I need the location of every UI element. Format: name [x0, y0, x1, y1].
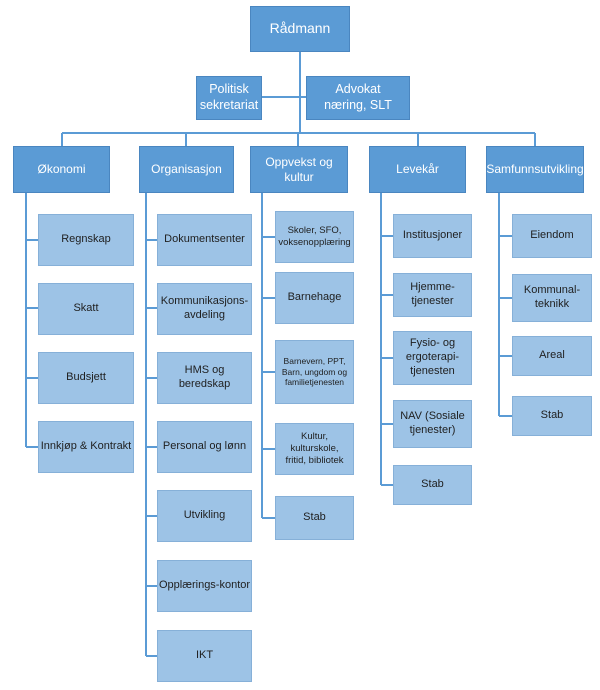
- unit-box: Dokumentsenter: [157, 214, 252, 266]
- unit-box: Kommunal- teknikk: [512, 274, 592, 322]
- unit-label: Personal og lønn: [162, 440, 247, 453]
- unit-box: Fysio- og ergoterapi- tjenesten: [393, 331, 472, 385]
- top-label: Rådmann: [269, 20, 331, 37]
- unit-label: Hjemme- tjenester: [410, 281, 455, 307]
- unit-label: Stab: [303, 511, 326, 524]
- unit-box: Barnevern, PPT, Barn, ungdom og familiet…: [275, 340, 354, 404]
- unit-box: Utvikling: [157, 490, 252, 542]
- unit-box: Hjemme- tjenester: [393, 273, 472, 317]
- unit-label: Innkjøp & Kontrakt: [40, 440, 132, 453]
- unit-label: Skoler, SFO, voksenopplæring: [278, 225, 351, 248]
- unit-label: IKT: [195, 649, 214, 662]
- unit-label: Institusjoner: [402, 229, 463, 242]
- unit-label: Utvikling: [183, 509, 226, 522]
- department-box-levekar: Levekår: [369, 146, 466, 193]
- unit-box: Stab: [512, 396, 592, 436]
- department-label: Samfunnsutvikling: [486, 162, 584, 176]
- unit-box: Stab: [275, 496, 354, 540]
- department-label: Oppvekst og kultur: [265, 154, 333, 184]
- unit-label: Kommunal- teknikk: [523, 284, 581, 310]
- unit-label: Stab: [421, 478, 444, 491]
- unit-box: Eiendom: [512, 214, 592, 258]
- department-label: Økonomi: [37, 162, 86, 176]
- unit-label: NAV (Sosiale tjenester): [400, 410, 465, 436]
- staff-label: Politisk sekretariat: [199, 82, 259, 112]
- department-box-organisasjon: Organisasjon: [139, 146, 234, 193]
- unit-label: Dokumentsenter: [164, 233, 245, 246]
- unit-label: Opplærings-kontor: [158, 579, 251, 592]
- staff-label: Advokat næring, SLT: [324, 82, 392, 112]
- staff-box-advokat: Advokat næring, SLT: [306, 76, 410, 120]
- unit-box: NAV (Sosiale tjenester): [393, 400, 472, 448]
- unit-label: Stab: [540, 409, 564, 422]
- unit-box: IKT: [157, 630, 252, 682]
- unit-label: Barnehage: [287, 291, 342, 304]
- unit-box: Opplærings-kontor: [157, 560, 252, 612]
- unit-label: Barnevern, PPT, Barn, ungdom og familiet…: [281, 356, 348, 388]
- unit-box: Kommunikasjons- avdeling: [157, 283, 252, 335]
- department-label: Levekår: [396, 162, 439, 176]
- unit-label: Regnskap: [61, 233, 111, 246]
- unit-label: Areal: [539, 349, 565, 362]
- unit-box: Institusjoner: [393, 214, 472, 258]
- top-box-radmann: Rådmann: [250, 6, 350, 52]
- unit-box: Regnskap: [38, 214, 134, 266]
- unit-label: Kommunikasjons- avdeling: [160, 295, 249, 321]
- department-box-okonomi: Økonomi: [13, 146, 110, 193]
- unit-box: Skoler, SFO, voksenopplæring: [275, 211, 354, 263]
- unit-label: Kultur, kulturskole, fritid, bibliotek: [285, 431, 344, 466]
- unit-box: Innkjøp & Kontrakt: [38, 421, 134, 473]
- unit-label: Skatt: [73, 302, 99, 315]
- unit-label: Budsjett: [66, 371, 106, 384]
- unit-label: Eiendom: [530, 229, 574, 242]
- unit-box: Skatt: [38, 283, 134, 335]
- unit-label: Fysio- og ergoterapi- tjenesten: [405, 337, 460, 377]
- unit-box: Stab: [393, 465, 472, 505]
- department-box-samfunnsutvikling: Samfunnsutvikling: [486, 146, 584, 193]
- unit-box: HMS og beredskap: [157, 352, 252, 404]
- unit-box: Kultur, kulturskole, fritid, bibliotek: [275, 423, 354, 475]
- department-label: Organisasjon: [151, 162, 222, 176]
- staff-box-politisk-sekretariat: Politisk sekretariat: [196, 76, 262, 120]
- unit-box: Areal: [512, 336, 592, 376]
- unit-box: Budsjett: [38, 352, 134, 404]
- department-box-oppvekst-og-kultur: Oppvekst og kultur: [250, 146, 348, 193]
- unit-label: HMS og beredskap: [178, 364, 231, 390]
- unit-box: Personal og lønn: [157, 421, 252, 473]
- unit-box: Barnehage: [275, 272, 354, 324]
